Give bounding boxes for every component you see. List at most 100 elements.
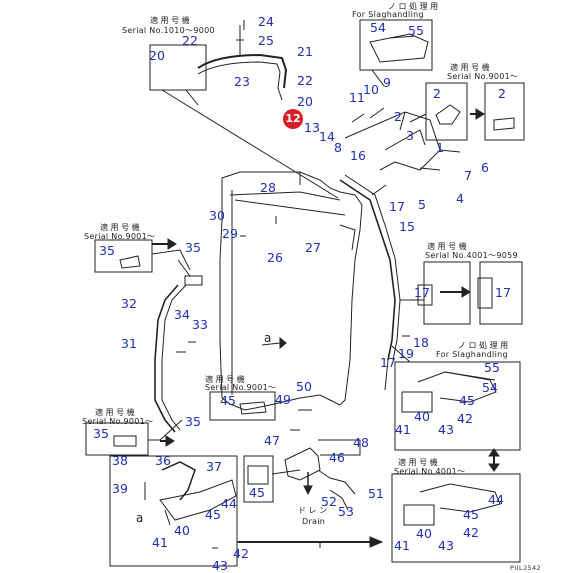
caption-bottom-right-serial: Serial No.4001〜 [394,467,466,476]
part-label-4[interactable]: 4 [456,191,464,206]
ref-mark-a-bottom-left: a [136,511,144,525]
part-label-35-inset-bottom[interactable]: 35 [93,426,109,441]
part-label-22-inset[interactable]: 22 [182,33,198,48]
part-label-38[interactable]: 38 [112,453,128,468]
part-label-29[interactable]: 29 [222,226,238,241]
part-label-45-center-inset[interactable]: 45 [220,393,236,408]
caption-top-left-jp: 適 用 号 機 [150,16,190,25]
part-label-35-inset-mid[interactable]: 35 [99,243,115,258]
part-label-40-left[interactable]: 40 [174,523,190,538]
part-label-33[interactable]: 33 [192,317,208,332]
part-label-41-bottom-right[interactable]: 41 [394,538,410,553]
part-label-10[interactable]: 10 [363,82,379,97]
part-label-43-bottom-right[interactable]: 43 [438,538,454,553]
part-label-55-right[interactable]: 55 [484,360,500,375]
caption-drain-en: Drain [302,517,326,526]
part-label-28[interactable]: 28 [260,180,276,195]
caption-bottom-center-serial: Serial No.9001〜 [205,383,277,392]
part-label-22[interactable]: 22 [297,73,313,88]
part-label-25[interactable]: 25 [258,33,274,48]
part-label-45-right[interactable]: 45 [459,393,475,408]
part-label-27[interactable]: 27 [305,240,321,255]
part-label-51[interactable]: 51 [368,486,384,501]
part-label-45-left[interactable]: 45 [205,507,221,522]
part-label-3[interactable]: 3 [406,128,414,143]
part-label-21[interactable]: 21 [297,44,313,59]
part-label-16[interactable]: 16 [350,148,366,163]
caption-mid-left-serial: Serial No.9001〜 [84,232,156,241]
part-label-53[interactable]: 53 [338,504,354,519]
part-label-17-upper[interactable]: 17 [389,199,405,214]
part-label-13[interactable]: 13 [304,120,320,135]
part-label-30[interactable]: 30 [209,208,225,223]
part-label-14[interactable]: 14 [319,129,335,144]
part-label-44-left[interactable]: 44 [221,496,237,511]
part-label-9[interactable]: 9 [383,75,391,90]
part-label-36[interactable]: 36 [155,453,171,468]
part-label-2-inset-b[interactable]: 2 [498,86,506,101]
caption-top-right-serial: Serial No.9001〜 [447,72,519,81]
part-label-54-top[interactable]: 54 [370,20,386,35]
caption-top-left-serial: Serial No.1010〜9000 [122,26,215,35]
part-label-24[interactable]: 24 [258,14,274,29]
part-label-44-right[interactable]: 44 [488,492,504,507]
part-label-19[interactable]: 19 [398,346,414,361]
part-label-7[interactable]: 7 [464,168,472,183]
part-label-41-right[interactable]: 41 [395,422,411,437]
part-label-50[interactable]: 50 [296,379,312,394]
part-label-11[interactable]: 11 [349,90,365,105]
part-label-35-bottom[interactable]: 35 [185,414,201,429]
part-label-17-inset-a[interactable]: 17 [414,285,430,300]
caption-bottom-right-jp: 適 用 号 機 [398,458,438,467]
part-label-31[interactable]: 31 [121,336,137,351]
part-label-41-left[interactable]: 41 [152,535,168,550]
diagram-code: PUL2542 [510,564,541,572]
part-label-49[interactable]: 49 [275,392,291,407]
part-label-23[interactable]: 23 [234,74,250,89]
part-label-17-lower[interactable]: 17 [380,355,396,370]
part-label-5[interactable]: 5 [418,197,426,212]
part-label-46[interactable]: 46 [329,450,345,465]
part-label-55-top[interactable]: 55 [408,23,424,38]
caption-bottom-center-jp: 適 用 号 機 [205,375,245,384]
part-label-20[interactable]: 20 [297,94,313,109]
part-label-15[interactable]: 15 [399,219,415,234]
part-label-2[interactable]: 2 [394,109,402,124]
caption-top-slag-jp: ノ ロ 処 理 用 [388,2,439,11]
part-label-34[interactable]: 34 [174,307,190,322]
part-label-42-bottom[interactable]: 42 [233,546,249,561]
part-label-42-bottom-right[interactable]: 42 [463,525,479,540]
part-label-1[interactable]: 1 [436,140,444,155]
part-label-45-bottom-right[interactable]: 45 [463,507,479,522]
part-label-48[interactable]: 48 [353,435,369,450]
caption-top-slag-en: For Slaghandling [352,10,424,19]
caption-right-slag-en: For Slaghandling [436,350,508,359]
part-label-32[interactable]: 32 [121,296,137,311]
part-label-18[interactable]: 18 [413,335,429,350]
part-label-43-bottom[interactable]: 43 [212,558,228,573]
part-label-45-center[interactable]: 45 [249,485,265,500]
part-label-6[interactable]: 6 [481,160,489,175]
highlighted-part-badge[interactable]: 12 [283,109,303,129]
caption-mid-left-jp: 適 用 号 機 [100,223,140,232]
part-label-37[interactable]: 37 [206,459,222,474]
part-label-52[interactable]: 52 [321,494,337,509]
part-label-2-inset-a[interactable]: 2 [433,86,441,101]
part-label-17-inset-b[interactable]: 17 [495,285,511,300]
part-label-35-mid[interactable]: 35 [185,240,201,255]
part-label-8[interactable]: 8 [334,140,342,155]
part-label-54-right[interactable]: 54 [482,380,498,395]
caption-top-right-jp: 適 用 号 機 [450,63,490,72]
part-label-39[interactable]: 39 [112,481,128,496]
part-label-47[interactable]: 47 [264,433,280,448]
part-label-40-right[interactable]: 40 [414,409,430,424]
part-label-42-right[interactable]: 42 [457,411,473,426]
part-label-26[interactable]: 26 [267,250,283,265]
caption-mid-right-jp: 適 用 号 機 [427,242,467,251]
part-label-20-inset[interactable]: 20 [149,48,165,63]
caption-right-slag-jp: ノ ロ 処 理 用 [458,341,509,350]
caption-bottom-left-jp: 適 用 号 機 [95,408,135,417]
part-label-40-bottom-right[interactable]: 40 [416,526,432,541]
part-label-43-right[interactable]: 43 [438,422,454,437]
